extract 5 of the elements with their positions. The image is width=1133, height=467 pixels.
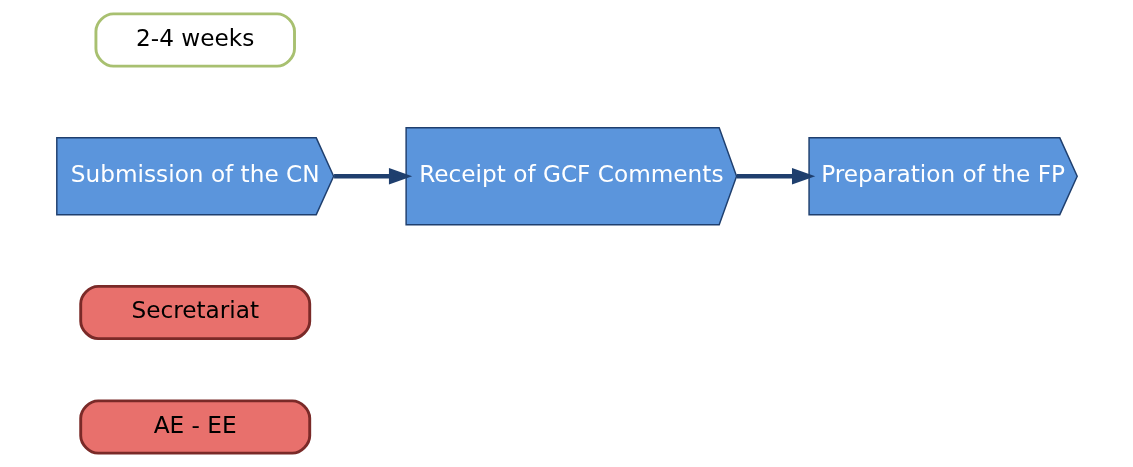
node-box: Secretariat xyxy=(78,284,311,341)
arrow xyxy=(736,168,815,185)
node-box: 2-4 weeks xyxy=(94,12,296,68)
arrow xyxy=(333,168,412,185)
node-box: AE - EE xyxy=(78,399,311,455)
